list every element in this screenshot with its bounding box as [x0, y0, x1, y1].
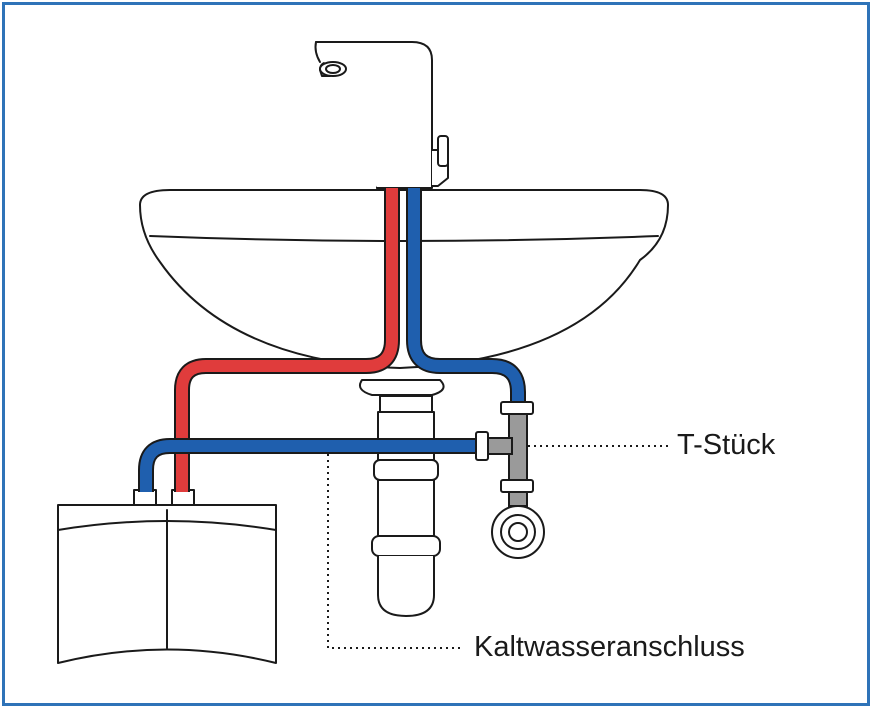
- cold-water-pipe-heater: [138, 438, 478, 492]
- sink-basin: [139, 189, 669, 369]
- water-heater: [57, 489, 277, 664]
- faucet: [314, 41, 449, 189]
- drain-siphon: [359, 379, 445, 617]
- hot-water-pipe: [174, 188, 400, 492]
- cold-water-leader-line: [327, 454, 462, 649]
- cold-water-connection-label: Kaltwasseranschluss: [474, 631, 745, 663]
- t-piece-fitting: [475, 401, 545, 559]
- cold-water-pipe-faucet: [406, 188, 526, 404]
- t-piece-label: T-Stück: [677, 429, 776, 461]
